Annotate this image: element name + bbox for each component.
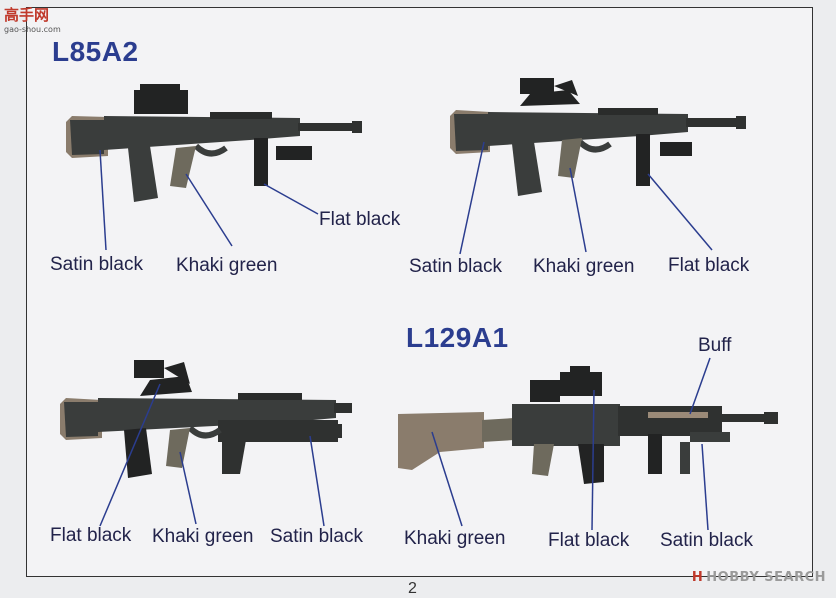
- label-satin-black: Satin black: [409, 256, 502, 278]
- label-buff: Buff: [698, 335, 731, 357]
- label-flat-black: Flat black: [548, 530, 629, 552]
- label-satin-black: Satin black: [660, 530, 753, 552]
- rifle-l129a1: [398, 358, 778, 530]
- label-flat-black: Flat black: [668, 255, 749, 277]
- label-flat-black: Flat black: [319, 209, 400, 231]
- rifle-l85a2-ugl: [60, 360, 352, 526]
- label-khaki-green: Khaki green: [404, 528, 505, 550]
- rifle-l85a2-1: [66, 84, 362, 250]
- label-khaki-green: Khaki green: [176, 255, 277, 277]
- label-satin-black: Satin black: [270, 526, 363, 548]
- label-khaki-green: Khaki green: [533, 256, 634, 278]
- label-satin-black: Satin black: [50, 254, 143, 276]
- label-flat-black: Flat black: [50, 525, 131, 547]
- label-khaki-green: Khaki green: [152, 526, 253, 548]
- rifle-l85a2-2: [450, 78, 746, 254]
- page-number: 2: [408, 580, 417, 598]
- hobby-search-logo-icon: H: [692, 570, 703, 585]
